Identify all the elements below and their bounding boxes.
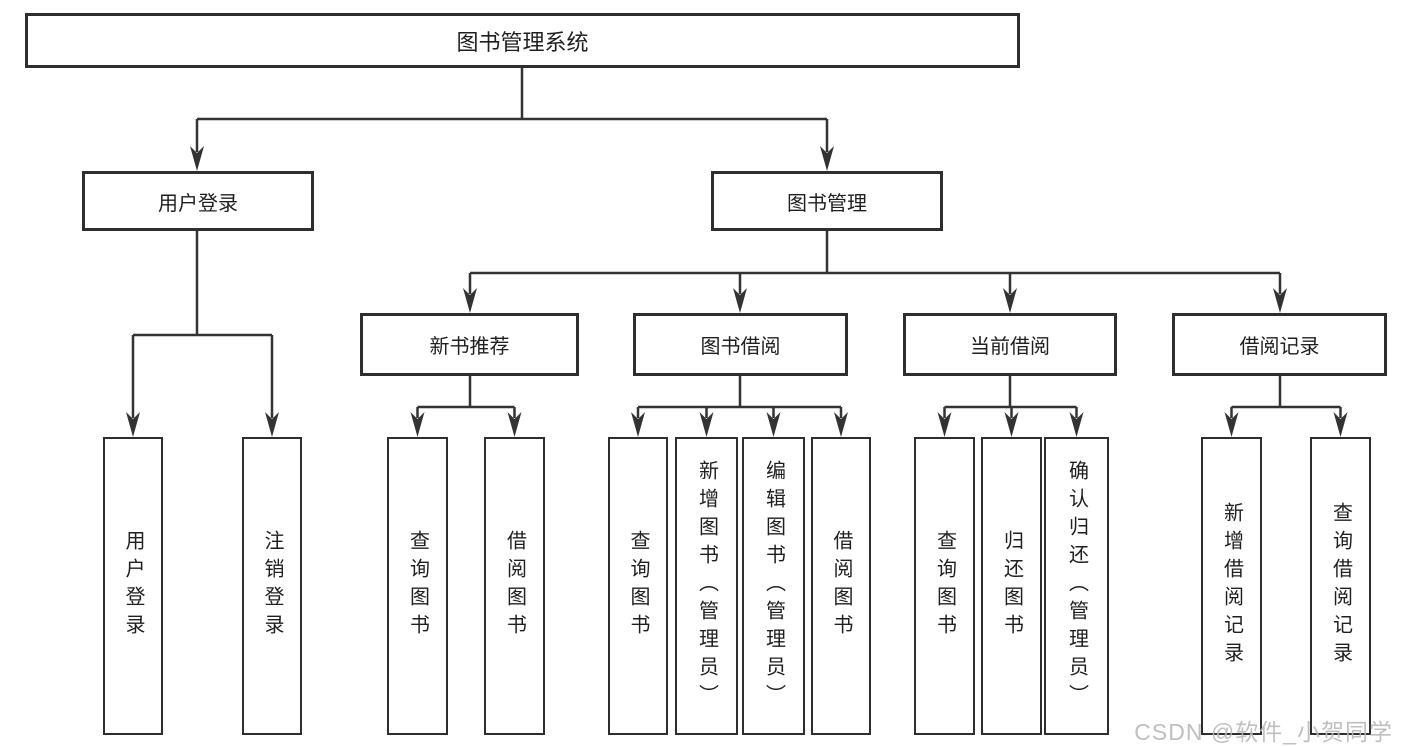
leaf-label: 新增借阅记录 xyxy=(1220,502,1243,670)
node-user-login: 用户登录 xyxy=(82,171,314,231)
node-book-borrow: 图书借阅 xyxy=(633,313,848,376)
node-label: 借阅记录 xyxy=(1239,336,1320,358)
leaf-label: 查询借阅记录 xyxy=(1329,502,1352,670)
csdn-watermark: CSDN @软件_小贺同学 xyxy=(1134,719,1393,745)
leaf-query-books-current: 查询图书 xyxy=(914,437,975,735)
branch-borrow-records xyxy=(1224,376,1348,437)
branch-current-borrow xyxy=(937,376,1084,437)
arrow-down-icon xyxy=(410,412,425,437)
arrow-down-icon xyxy=(733,288,747,313)
leaf-edit-books-admin: 编辑图书（管理员） xyxy=(742,437,805,735)
arrow-down-icon xyxy=(1004,412,1019,437)
leaf-query-books-recommend: 查询图书 xyxy=(387,437,448,735)
branch-root xyxy=(190,68,834,171)
node-label: 图书管理系统 xyxy=(456,29,589,55)
node-new-book-recommend: 新书推荐 xyxy=(360,313,579,376)
node-label: 当前借阅 xyxy=(970,336,1050,358)
leaf-label: 归还图书 xyxy=(1000,530,1023,642)
leaf-logout: 注销登录 xyxy=(242,437,302,735)
node-book-management: 图书管理 xyxy=(711,171,943,231)
leaf-label: 查询图书 xyxy=(406,530,429,642)
node-library-management-system: 图书管理系统 xyxy=(25,13,1020,68)
leaf-label: 确认归还（管理员） xyxy=(1065,460,1088,712)
node-label: 用户登录 xyxy=(158,192,238,215)
leaf-return-books: 归还图书 xyxy=(981,437,1042,735)
node-label: 图书管理 xyxy=(787,192,867,215)
arrow-down-icon xyxy=(631,412,645,437)
branch-book-borrow xyxy=(631,376,848,437)
leaf-add-books-admin: 新增图书（管理员） xyxy=(675,437,738,735)
arrow-down-icon xyxy=(126,412,140,437)
leaf-label: 用户登录 xyxy=(122,530,144,642)
node-label: 图书借阅 xyxy=(700,336,781,358)
node-label: 新书推荐 xyxy=(429,336,510,358)
leaf-confirm-return-admin: 确认归还（管理员） xyxy=(1044,437,1109,735)
arrow-down-icon xyxy=(766,412,781,437)
arrow-down-icon xyxy=(820,146,834,171)
leaf-borrow-books-recommend: 借阅图书 xyxy=(484,437,545,735)
leaf-query-borrow-record: 查询借阅记录 xyxy=(1310,437,1371,735)
arrow-down-icon xyxy=(834,412,848,437)
arrow-down-icon xyxy=(1273,288,1287,313)
branch-user-login xyxy=(126,231,279,437)
arrow-down-icon xyxy=(1224,412,1239,437)
leaf-label: 查询图书 xyxy=(627,530,649,642)
leaf-user-login: 用户登录 xyxy=(103,437,163,735)
leaf-label: 借阅图书 xyxy=(830,530,852,642)
leaf-label: 查询图书 xyxy=(933,530,956,642)
arrow-down-icon xyxy=(1069,412,1084,437)
arrow-down-icon xyxy=(507,412,522,437)
branch-book-management xyxy=(463,231,1287,313)
leaf-add-borrow-record: 新增借阅记录 xyxy=(1201,437,1262,735)
arrow-down-icon xyxy=(190,146,204,171)
leaf-borrow-books: 借阅图书 xyxy=(811,437,871,735)
leaf-label: 编辑图书（管理员） xyxy=(762,460,785,712)
leaf-label: 注销登录 xyxy=(261,530,283,642)
arrow-down-icon xyxy=(699,412,714,437)
arrow-down-icon xyxy=(1333,412,1348,437)
arrow-down-icon xyxy=(937,412,952,437)
arrow-down-icon xyxy=(463,288,477,313)
branch-new-book-recommend xyxy=(410,376,522,437)
leaf-query-books-borrow: 查询图书 xyxy=(608,437,668,735)
arrow-down-icon xyxy=(1003,288,1017,313)
node-current-borrow: 当前借阅 xyxy=(903,313,1117,376)
leaf-label: 新增图书（管理员） xyxy=(695,460,718,712)
node-borrow-records: 借阅记录 xyxy=(1172,313,1387,376)
arrow-down-icon xyxy=(265,412,279,437)
leaf-label: 借阅图书 xyxy=(503,530,526,642)
